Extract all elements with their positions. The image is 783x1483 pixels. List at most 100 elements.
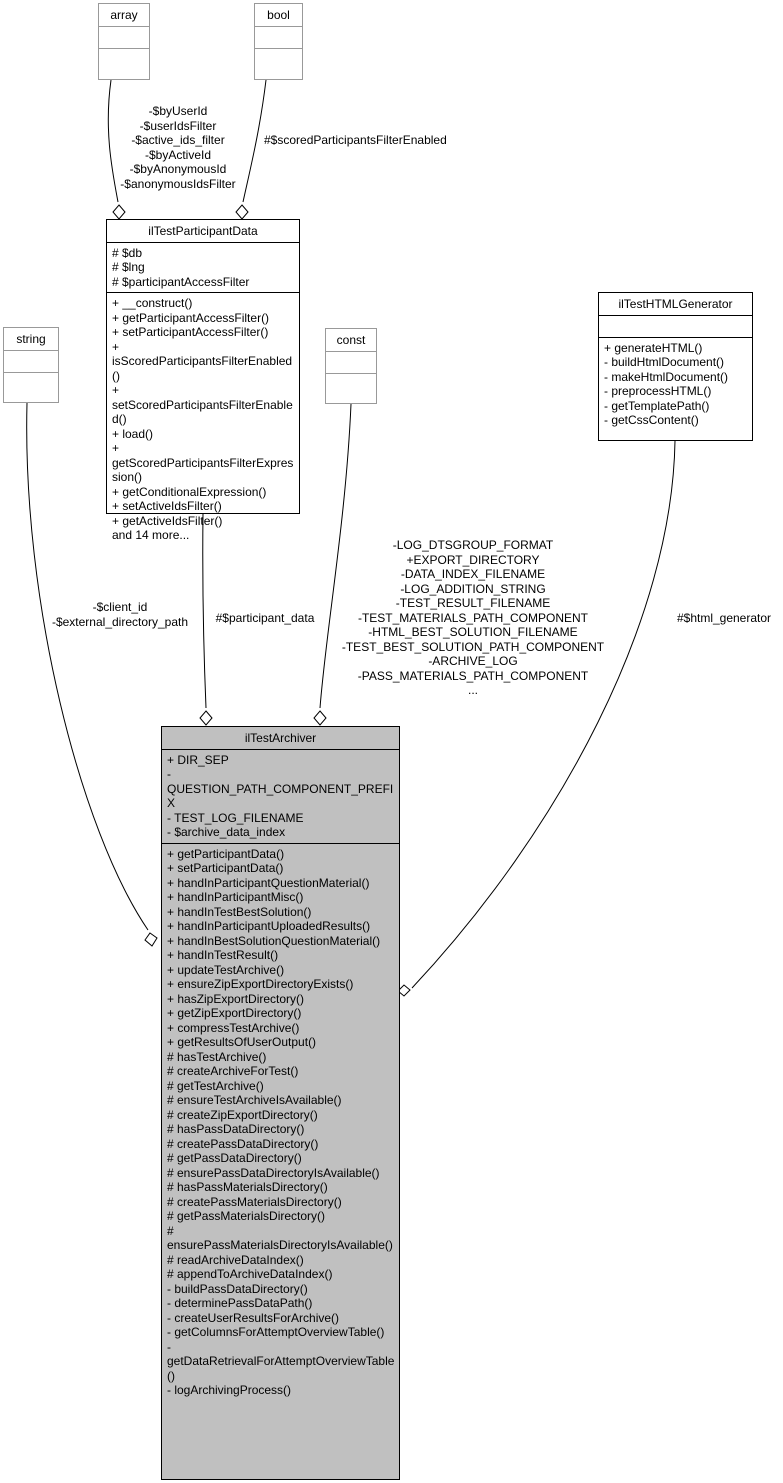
class-member-row: + setScoredParticipantsFilterEnabled(): [112, 383, 293, 426]
aggregation-diamond-bool: [235, 204, 249, 220]
class-member-row: # $db: [112, 245, 143, 260]
class-title-participant-data: ilTestParticipantData: [148, 224, 258, 238]
class-member-row: - getDataRetrievalForAttemptOverviewTabl…: [167, 1339, 395, 1383]
class-member-row: + handInTestBestSolution(): [167, 904, 312, 919]
class-member-row: + generateHTML(): [604, 340, 703, 355]
class-box-string[interactable]: string: [3, 327, 59, 403]
class-attributes-bool: [255, 27, 302, 48]
class-title-array: array: [110, 8, 138, 22]
class-title-archiver: ilTestArchiver: [244, 731, 317, 745]
class-member-row: # getTestArchive(): [167, 1078, 264, 1093]
class-separator: [107, 292, 299, 293]
class-member-row: # $lng: [112, 260, 145, 274]
class-separator: [162, 748, 399, 750]
class-member-row: # createPassMaterialsDirectory(): [167, 1194, 342, 1209]
class-separator: [4, 349, 58, 351]
class-member-row: + getParticipantData(): [167, 846, 285, 861]
class-member-row: + setActiveIdsFilter(): [112, 499, 222, 513]
class-member-row: - $archive_data_index: [167, 825, 286, 839]
class-member-row: # readArchiveDataIndex(): [167, 1252, 304, 1267]
class-member-row: # createZipExportDirectory(): [167, 1107, 318, 1122]
class-member-row: # appendToArchiveDataIndex(): [167, 1267, 333, 1281]
class-separator: [599, 314, 752, 316]
class-operations-html-generator: + generateHTML()- buildHtmlDocument()- m…: [599, 338, 752, 431]
class-title-const: const: [336, 333, 366, 347]
edge-html-generator-to-archiver: [411, 440, 676, 989]
class-member-row: + hasZipExportDirectory(): [167, 991, 305, 1006]
aggregation-diamond-array: [112, 204, 126, 220]
class-member-row: # ensurePassDataDirectoryIsAvailable(): [167, 1165, 380, 1180]
class-member-row: + isScoredParticipantsFilterEnabled(): [112, 339, 293, 383]
class-box-const[interactable]: const: [325, 328, 377, 404]
class-separator: [599, 336, 752, 338]
class-member-row: - TEST_LOG_FILENAME: [167, 810, 304, 825]
edge-label-bool-to-participant-data: #$scoredParticipantsFilterEnabled: [264, 133, 447, 147]
edge-label-html-generator-to-archiver: #$html_generator: [676, 611, 772, 625]
class-member-row: + handInParticipantQuestionMaterial(): [167, 875, 370, 890]
class-separator: [107, 241, 299, 243]
edge-label-participant-data-to-archiver: #$participant_data: [215, 611, 315, 625]
class-member-row: # hasPassDataDirectory(): [167, 1122, 305, 1136]
class-member-row: # ensurePassMaterialsDirectoryIsAvailabl…: [167, 1223, 393, 1253]
class-title-html-generator: ilTestHTMLGenerator: [618, 297, 733, 311]
class-member-row: + ensureZipExportDirectoryExists(): [167, 977, 354, 991]
class-box-array[interactable]: array: [98, 3, 150, 80]
aggregation-diamond-string: [144, 932, 158, 947]
class-member-row: + compressTestArchive(): [167, 1020, 300, 1035]
class-member-row: + __construct(): [112, 296, 193, 310]
class-attributes-array: [99, 27, 149, 48]
class-member-row: - determinePassDataPath(): [167, 1296, 313, 1310]
class-member-row: + setParticipantData(): [167, 861, 284, 875]
class-member-row: + DIR_SEP: [167, 752, 229, 767]
class-member-row: - buildPassDataDirectory(): [167, 1281, 308, 1296]
class-member-row: - buildHtmlDocument(): [604, 355, 725, 369]
class-member-row: # createPassDataDirectory(): [167, 1136, 319, 1151]
class-separator: [255, 25, 302, 27]
class-box-archiver[interactable]: ilTestArchiver + DIR_SEP- QUESTION_PATH_…: [161, 726, 400, 1480]
class-operations-string: [4, 373, 58, 394]
class-attributes-const: [326, 352, 376, 373]
aggregation-diamond-const: [313, 710, 327, 726]
aggregation-diamond-participant-data: [199, 710, 213, 726]
class-attributes-archiver: + DIR_SEP- QUESTION_PATH_COMPONENT_PREFI…: [162, 750, 399, 843]
class-member-row: # hasTestArchive(): [167, 1049, 267, 1064]
edge-label-array-to-participant-data: -$byUserId -$userIdsFilter -$active_ids_…: [120, 104, 236, 191]
class-member-row: # hasPassMaterialsDirectory(): [167, 1180, 328, 1194]
class-member-row: # $participantAccessFilter: [112, 274, 250, 289]
class-box-bool[interactable]: bool: [254, 3, 303, 80]
class-operations-array: [99, 49, 149, 70]
class-member-row: # getPassDataDirectory(): [167, 1151, 302, 1165]
class-member-row: - logArchivingProcess(): [167, 1383, 292, 1397]
class-separator: [162, 842, 399, 844]
class-box-html-generator[interactable]: ilTestHTMLGenerator + generateHTML()- bu…: [598, 292, 753, 441]
class-member-row: + handInBestSolutionQuestionMaterial(): [167, 933, 381, 948]
class-member-row: and 14 more...: [112, 528, 190, 542]
class-title-bool: bool: [267, 8, 290, 22]
class-member-row: - getColumnsForAttemptOverviewTable(): [167, 1325, 385, 1339]
class-member-row: + handInParticipantMisc(): [167, 890, 304, 904]
class-member-row: + updateTestArchive(): [167, 962, 285, 977]
class-member-row: - getCssContent(): [604, 413, 699, 427]
class-member-row: + handInParticipantUploadedResults(): [167, 919, 371, 933]
class-member-row: # ensureTestArchiveIsAvailable(): [167, 1093, 342, 1107]
class-member-row: + setParticipantAccessFilter(): [112, 325, 269, 339]
class-separator: [99, 47, 149, 49]
class-separator: [99, 25, 149, 27]
class-box-participant-data[interactable]: ilTestParticipantData # $db# $lng# $part…: [106, 219, 300, 542]
class-separator: [326, 350, 376, 352]
edge-label-const-to-archiver: -LOG_DTSGROUP_FORMAT +EXPORT_DIRECTORY -…: [341, 538, 605, 697]
class-operations-const: [326, 374, 376, 395]
class-member-row: - getTemplatePath(): [604, 398, 710, 413]
class-member-row: + handInTestResult(): [167, 948, 279, 962]
class-title-string: string: [16, 332, 46, 346]
class-member-row: + getResultsOfUserOutput(): [167, 1035, 317, 1049]
class-attributes-html-generator: [599, 316, 752, 337]
edge-label-string-to-archiver: -$client_id -$external_directory_path: [51, 600, 189, 629]
class-separator: [326, 372, 376, 374]
class-attributes-participant-data: # $db# $lng# $participantAccessFilter: [107, 243, 299, 293]
class-member-row: + getConditionalExpression(): [112, 484, 267, 499]
class-member-row: # createArchiveForTest(): [167, 1064, 299, 1078]
class-member-row: + getActiveIdsFilter(): [112, 513, 223, 528]
class-member-row: - QUESTION_PATH_COMPONENT_PREFIX: [167, 767, 394, 810]
